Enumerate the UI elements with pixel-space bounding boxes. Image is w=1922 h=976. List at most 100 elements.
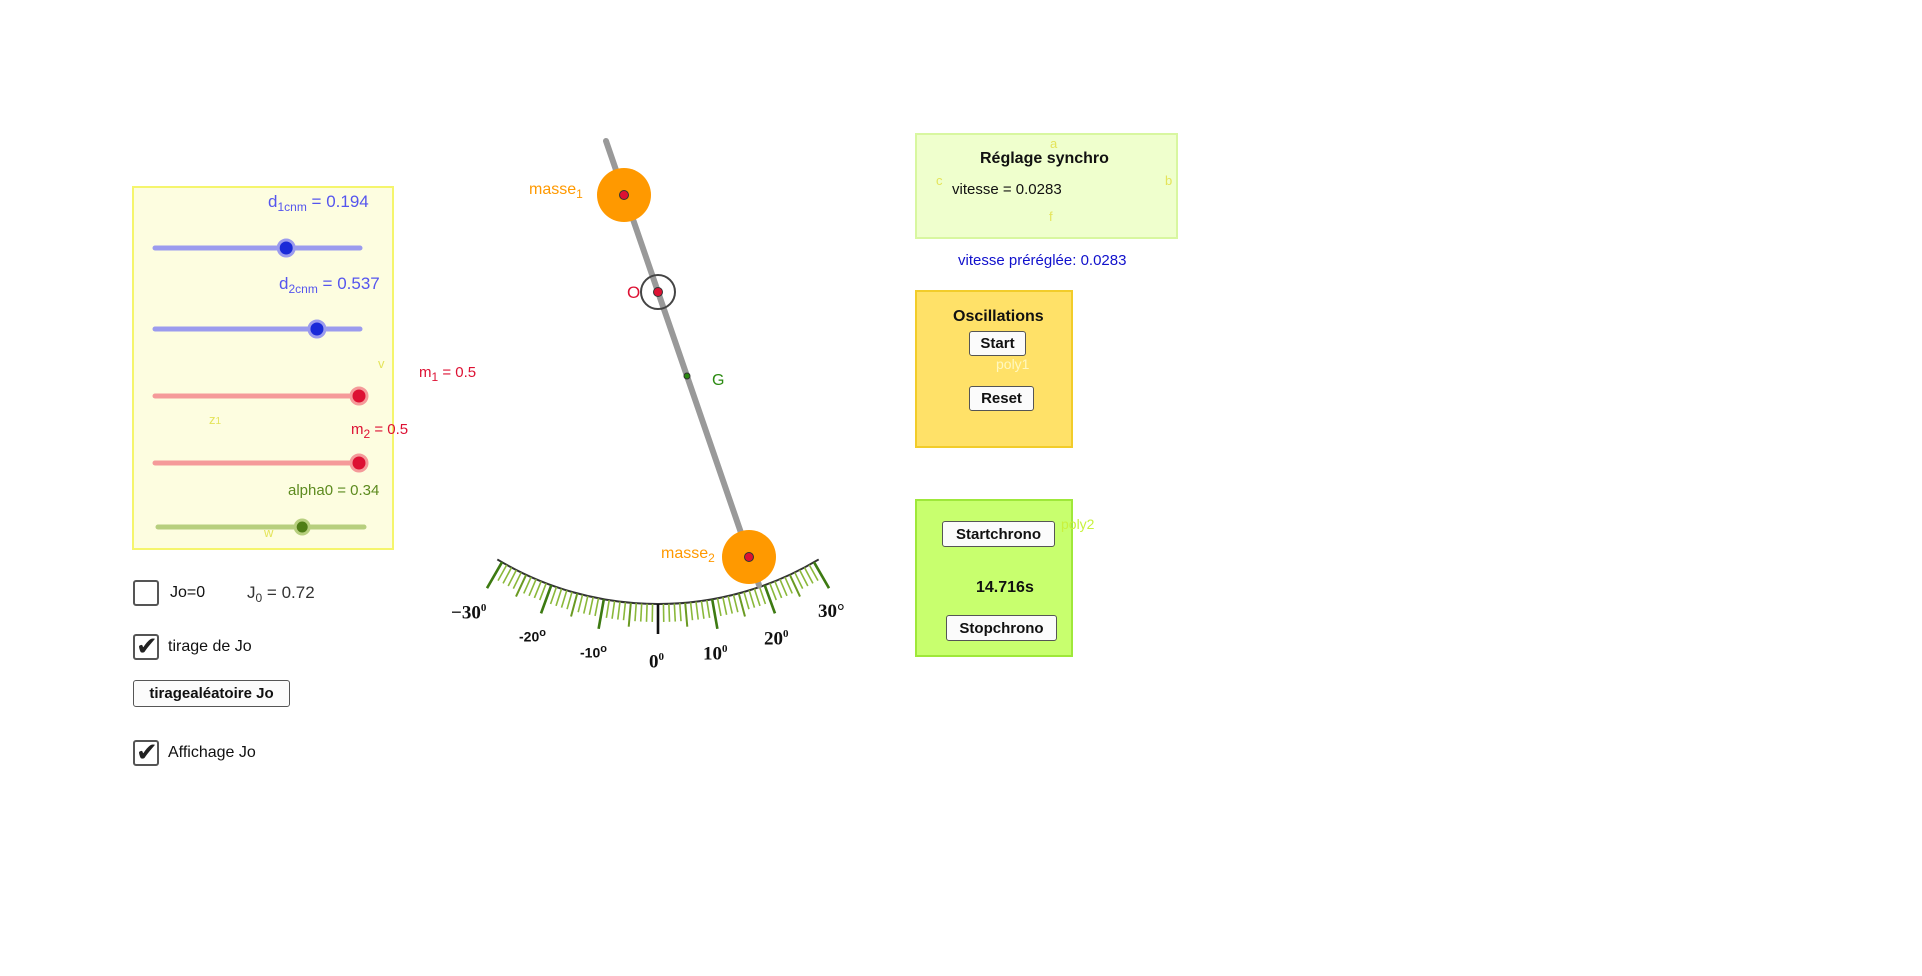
scale-tick <box>507 569 518 587</box>
scale-tick <box>722 597 728 615</box>
masse2-label: masse2 <box>661 545 715 565</box>
scale-tick <box>533 580 542 599</box>
d1-slider-handle[interactable] <box>276 238 296 258</box>
scale-tick <box>549 586 558 605</box>
scale-tick <box>748 590 756 608</box>
pivot-point[interactable] <box>653 287 663 297</box>
scale-tick <box>784 576 793 594</box>
scale-label: -10o <box>580 643 607 661</box>
scale-tick <box>812 561 831 589</box>
pivot-ring[interactable] <box>640 274 676 310</box>
angle-scale <box>485 558 831 634</box>
preset-speed-text: vitesse préréglée: 0.0283 <box>958 252 1127 269</box>
d2-label: d2cnm = 0.537 <box>279 274 380 296</box>
scale-tick <box>502 567 513 584</box>
scale-tick <box>808 564 819 582</box>
scale-tick <box>668 603 671 622</box>
scale-tick <box>689 602 694 621</box>
scale-tick <box>788 574 801 597</box>
ghost-label-z1: z1 <box>209 412 222 427</box>
scale-tick <box>695 601 700 620</box>
scale-tick <box>794 572 804 589</box>
ghost-label-c: c <box>936 173 943 188</box>
alpha0-label: alpha0 = 0.34 <box>288 482 380 499</box>
scale-tick <box>798 569 809 587</box>
m1-value: 0.5 <box>455 364 477 381</box>
tirage-checkbox[interactable] <box>133 632 159 662</box>
scale-tick <box>485 561 504 589</box>
scale-arc <box>496 558 820 605</box>
ghost-label-w: w <box>264 525 274 540</box>
scale-tick <box>594 598 600 617</box>
j0-display: J0 = 0.72 <box>247 583 315 605</box>
poly2-label: poly2 <box>1061 516 1095 532</box>
synchro-title: Réglage synchro <box>980 150 1109 167</box>
scale-tick <box>605 600 610 619</box>
ghost-label-a: a <box>1050 136 1058 151</box>
m2-slider-handle[interactable] <box>349 453 369 473</box>
startchrono-button[interactable]: Startchrono <box>942 521 1055 547</box>
scale-tick <box>673 603 677 622</box>
jo-zero-checkbox[interactable] <box>133 580 159 606</box>
tirage-label: tirage de Jo <box>168 638 252 655</box>
scale-tick <box>611 600 616 619</box>
scale-tick <box>727 595 734 614</box>
scale-tick <box>528 578 537 597</box>
center-of-mass-label: G <box>712 372 725 389</box>
scale-tick <box>732 594 739 613</box>
scale-tick <box>716 598 722 617</box>
scale-tick <box>710 599 719 630</box>
scale-tick <box>539 584 553 614</box>
scale-tick <box>779 578 788 597</box>
scale-tick <box>622 602 627 621</box>
scale-tick <box>627 602 632 627</box>
jo-zero-label: Jo=0 <box>170 584 206 601</box>
scale-tick <box>582 595 589 614</box>
scale-tick <box>803 567 814 584</box>
pivot-label: O <box>627 283 641 302</box>
masse1-label: masse1 <box>529 181 583 201</box>
scale-tick <box>737 593 746 617</box>
scale-tick <box>497 564 508 582</box>
d2-slider-handle[interactable] <box>307 319 327 339</box>
masse1-point[interactable] <box>619 190 629 200</box>
scale-tick <box>769 582 778 601</box>
ghost-label-v: v <box>378 356 385 371</box>
m2-value: 0.5 <box>387 421 409 438</box>
scale-tick <box>512 572 522 589</box>
start-button[interactable]: Start <box>969 331 1026 356</box>
scale-tick <box>774 580 783 599</box>
d2-value: 0.537 <box>337 274 380 293</box>
affichage-checkbox[interactable] <box>133 738 159 768</box>
chrono-time: 14.716s <box>976 579 1034 596</box>
scale-tick <box>639 603 643 622</box>
d1-label: d1cnm = 0.194 <box>268 192 369 214</box>
oscillations-title: Oscillations <box>953 308 1044 325</box>
masse2-point[interactable] <box>744 552 754 562</box>
ghost-label-f: f <box>1049 209 1053 224</box>
scale-tick <box>763 584 777 614</box>
scale-label: −300 <box>451 602 487 624</box>
scale-tick <box>560 590 568 608</box>
scale-tick <box>743 591 750 610</box>
scale-tick <box>566 591 573 610</box>
m1-slider-handle[interactable] <box>349 386 369 406</box>
stopchrono-button[interactable]: Stopchrono <box>946 615 1057 641</box>
scale-tick <box>570 593 579 617</box>
scale-tick <box>555 588 563 607</box>
random-jo-button[interactable]: tiragealéatoire Jo <box>133 680 290 707</box>
scale-tick <box>597 599 606 630</box>
alpha0-slider-handle[interactable] <box>293 518 311 536</box>
scale-label: 100 <box>703 643 728 665</box>
d1-value: 0.194 <box>326 192 369 211</box>
scale-tick <box>684 602 689 627</box>
scale-tick <box>616 601 621 620</box>
scale-label: 200 <box>764 628 789 650</box>
scale-tick <box>758 586 767 605</box>
m1-label: m1 = 0.5 <box>419 364 477 384</box>
scale-tick <box>678 603 682 622</box>
scale-tick <box>588 597 594 615</box>
center-of-mass-point[interactable] <box>683 372 691 380</box>
poly1-label: poly1 <box>996 356 1030 372</box>
reset-button[interactable]: Reset <box>969 386 1034 411</box>
